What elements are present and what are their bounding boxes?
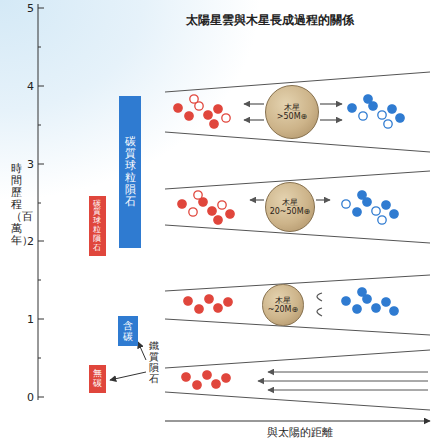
dust-dot <box>205 295 213 303</box>
dust-dot <box>212 380 220 388</box>
dust-dot <box>178 200 186 208</box>
dust-dot <box>195 305 203 313</box>
meteorite-bar: 含碳 <box>118 316 138 346</box>
dust-dot <box>189 208 197 216</box>
dust-dot <box>182 373 190 381</box>
dust-dot <box>342 297 350 305</box>
jupiter-label: ~20M⊕ <box>268 305 299 314</box>
dust-dot <box>193 381 201 389</box>
axis-tick: 2 <box>27 235 34 248</box>
dust-dot <box>185 112 193 120</box>
dust-dot <box>226 210 234 218</box>
jupiter-disk: 木星20~50M⊕ <box>265 182 316 233</box>
dust-dot <box>348 104 356 112</box>
axis-title: 與太陽的距離 <box>267 425 333 440</box>
axis-tick: 0 <box>27 391 34 404</box>
iron-meteorite-label: 鐵質隕石 <box>149 340 159 384</box>
dust-dot <box>222 114 230 122</box>
disk-wedges <box>165 72 430 410</box>
dust-dot <box>358 191 366 199</box>
diagram-title: 太陽星雲與木星長成過程的關係 <box>186 12 354 29</box>
dust-dot <box>359 112 367 120</box>
jupiter-label: 木星 <box>275 296 291 305</box>
dust-dot <box>218 201 226 209</box>
jupiter-label: 木星 <box>282 198 298 207</box>
dust-dot <box>378 111 386 119</box>
dust-dot <box>372 304 380 312</box>
jupiter-label: 木星 <box>284 103 300 112</box>
axis-title: 時間歷程（百萬年） <box>11 163 22 248</box>
dust-dot <box>214 304 222 312</box>
dust-dot <box>203 371 211 379</box>
dust-dot <box>372 207 380 215</box>
inflow-arrows <box>258 372 428 390</box>
dust-dot <box>204 111 212 119</box>
meteorite-label: 含碳 <box>123 320 133 342</box>
jupiter-disk: 木星>50M⊕ <box>265 85 319 139</box>
dust-dot <box>358 288 366 296</box>
axis-tick: 1 <box>27 313 34 326</box>
axis-tick: 3 <box>27 158 34 171</box>
dust-dot <box>353 305 361 313</box>
dust-dot <box>214 216 222 224</box>
meteorite-label: 無碳 <box>93 369 102 389</box>
axis-tick: 5 <box>27 2 34 15</box>
jupiter-label: >50M⊕ <box>277 112 308 121</box>
dust-dot <box>222 374 230 382</box>
meteorite-bar: 碳質球粒隕石 <box>89 196 106 257</box>
meteorite-bar: 無碳 <box>89 365 106 393</box>
dust-dot <box>390 307 398 315</box>
time-axis <box>38 4 44 400</box>
dust-dot <box>384 120 392 128</box>
meteorite-label: 碳質球粒隕石 <box>93 200 101 253</box>
dust-dot <box>382 298 390 306</box>
dust-dot <box>194 191 202 199</box>
leader-arrows <box>110 342 146 380</box>
jupiter-label: 20~50M⊕ <box>270 207 311 216</box>
dust-dot <box>342 200 350 208</box>
dust-dot <box>396 114 404 122</box>
dust-dot <box>214 105 222 113</box>
dust-dot <box>174 104 182 112</box>
meteorite-bar: 碳質球粒隕石 <box>119 96 141 248</box>
jupiter-disk: 木星~20M⊕ <box>262 284 304 326</box>
dust-dot <box>364 95 372 103</box>
dust-dot <box>353 208 361 216</box>
dust-dot <box>210 120 218 128</box>
axis-tick: 4 <box>27 80 34 93</box>
dust-dot <box>390 210 398 218</box>
dust-dot <box>382 201 390 209</box>
dust-dot <box>378 216 386 224</box>
dust-dot <box>184 297 192 305</box>
dust-dot <box>388 105 396 113</box>
distance-axis <box>165 420 430 421</box>
dust-particles <box>174 95 404 389</box>
dust-dot <box>208 207 216 215</box>
dust-dot <box>224 298 232 306</box>
dust-dot <box>190 95 198 103</box>
meteorite-label: 碳質球粒隕石 <box>125 136 136 209</box>
